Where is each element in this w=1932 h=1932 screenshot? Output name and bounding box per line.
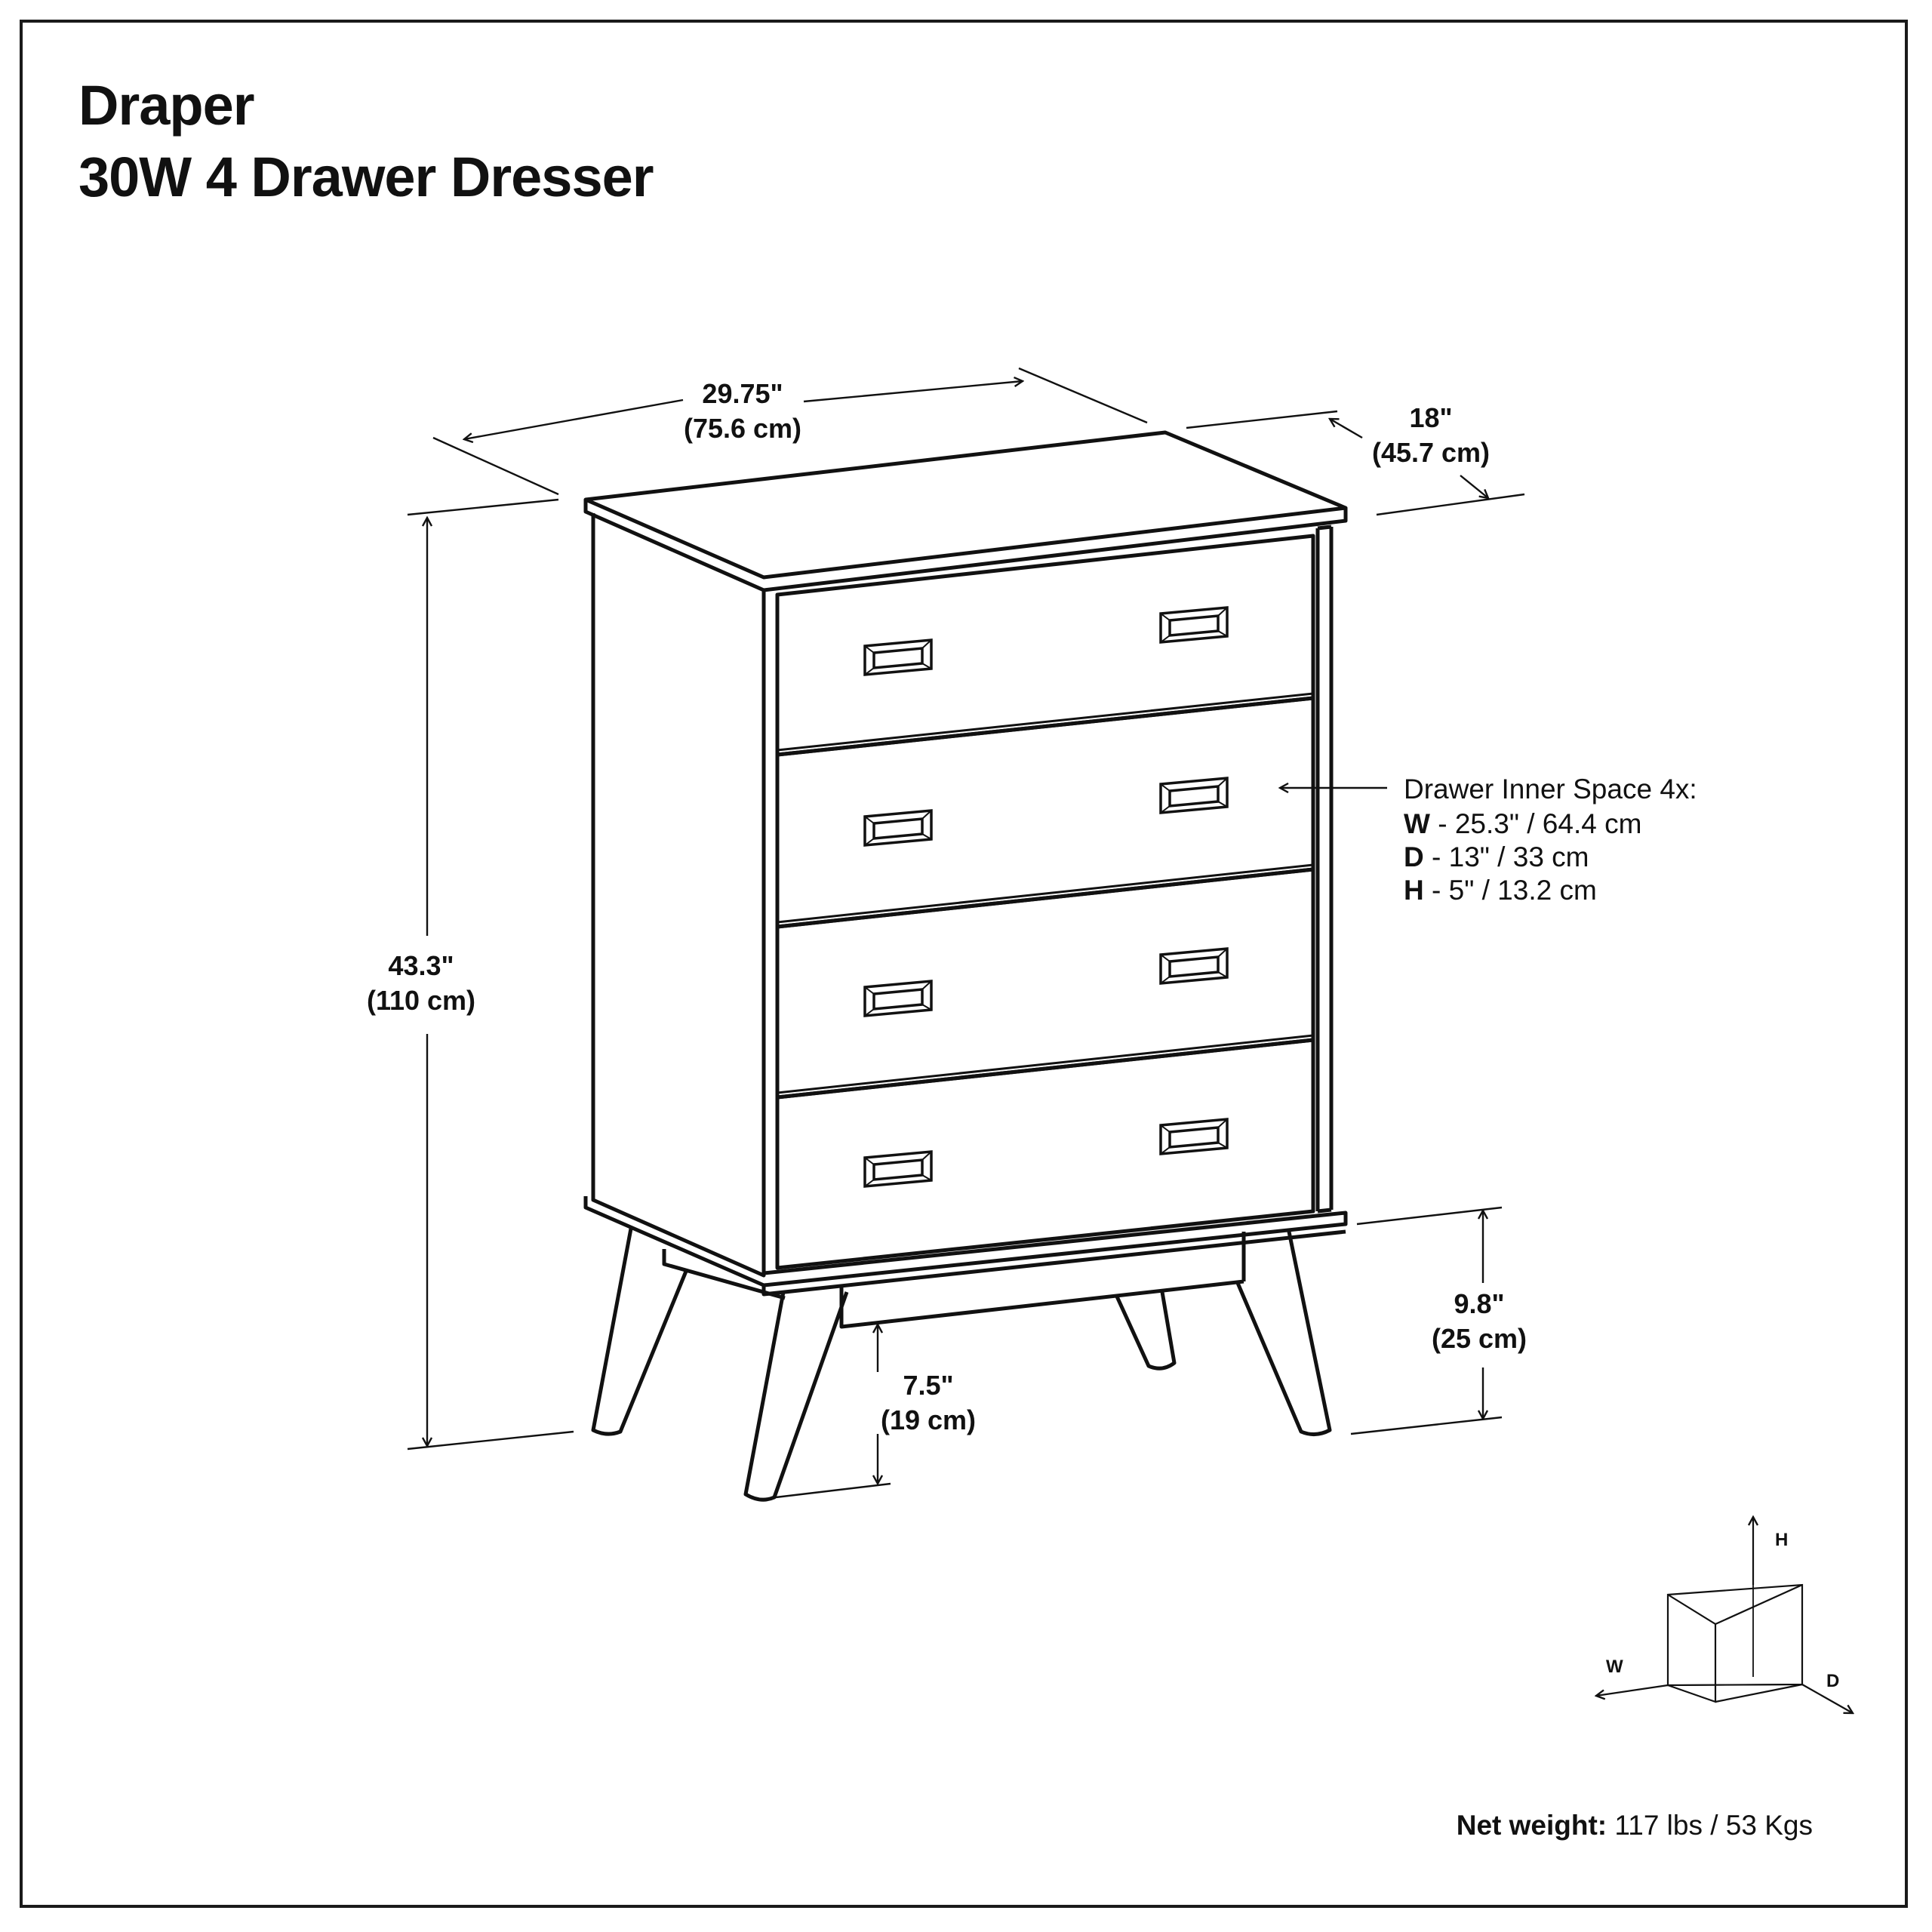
net-weight-value: 117 lbs / 53 Kgs: [1607, 1810, 1813, 1841]
product-subtitle: 30W 4 Drawer Dresser: [78, 146, 654, 208]
product-title: Draper 30W 4 Drawer Dresser: [78, 69, 654, 213]
drawer-inner-depth-value: - 13" / 33 cm: [1424, 841, 1589, 872]
clearance-in-label: 7.5": [903, 1370, 953, 1401]
drawer-inner-depth: D - 13" / 33 cm: [1404, 841, 1589, 872]
cube-front-face: [1666, 1583, 1804, 1687]
leg-front-left: [743, 1291, 849, 1502]
depth-dimension: [1186, 410, 1525, 516]
drawer-inner-width-key: W: [1404, 808, 1430, 839]
clearance-dimension: [775, 1324, 891, 1499]
drawer-1-handle-right-bevel: [1160, 607, 1228, 643]
leg-height-dimension: [1350, 1206, 1503, 1435]
width-extension-left: [432, 436, 559, 496]
width-in-label: 29.75": [702, 378, 783, 409]
axis-h-label: H: [1775, 1530, 1788, 1550]
depth-arrow-bottom: [1460, 475, 1488, 498]
drawer-4-handle-left-bevel: [864, 1151, 932, 1187]
drawer-2-handle-right-pull: [1168, 785, 1220, 808]
width-dimension: [432, 367, 1148, 496]
dresser-stretcher: [662, 1232, 1246, 1329]
drawer-3-handle-right-bevel: [1160, 948, 1228, 984]
product-name: Draper: [78, 74, 255, 137]
outer-frame: [20, 20, 1908, 1908]
drawer-2-handle-left-bevel: [864, 810, 932, 846]
drawer-2-handle-left-pull: [872, 817, 924, 840]
height-dimension: [407, 498, 574, 1451]
drawer-inner-width-value: - 25.3" / 64.4 cm: [1430, 808, 1641, 839]
drawer-4: [775, 1038, 1315, 1270]
drawer-1-handle-left-pull: [872, 647, 924, 669]
drawer-3-handle-right-pull: [1168, 955, 1220, 978]
drawer-handles: [863, 606, 1229, 1188]
cube-side-face: [1667, 1583, 1803, 1703]
net-weight-label: Net weight:: [1456, 1810, 1607, 1841]
depth-arrow-top: [1330, 419, 1363, 439]
height-in-label: 43.3": [388, 950, 454, 981]
width-arrow-right: [803, 381, 1023, 403]
dresser-body: [583, 430, 1348, 1329]
leg-height-in-label: 9.8": [1454, 1288, 1504, 1319]
drawer-4-handle-right-bevel: [1160, 1118, 1228, 1155]
depth-extension-bottom: [1376, 493, 1525, 516]
axis-w-label: W: [1606, 1657, 1623, 1677]
clearance-cm-label: (19 cm): [881, 1404, 976, 1435]
leg-back-right: [1115, 1291, 1177, 1371]
front-frame-right: [1315, 525, 1334, 1214]
drawer-1-handle-right-pull: [1168, 614, 1220, 637]
drawer-inner-height-value: - 5" / 13.2 cm: [1424, 875, 1597, 906]
drawer-inner-height-key: H: [1404, 875, 1424, 906]
dresser-legs: [591, 1228, 1332, 1502]
axis-w-arrow: [1596, 1684, 1669, 1696]
dresser-top: [583, 430, 1348, 580]
width-cm-label: (75.6 cm): [684, 413, 801, 444]
drawer-4-handle-left-pull: [872, 1158, 924, 1181]
axis-cube-icon: [1596, 1517, 1853, 1713]
drawer-3-handle-left-bevel: [864, 980, 932, 1017]
cube-hidden-edges: [1667, 1585, 1803, 1686]
drawer-1-handle-left-bevel: [864, 639, 932, 675]
drawer-inner-heading: Drawer Inner Space 4x:: [1404, 774, 1697, 804]
drawer-2-handle-right-bevel: [1160, 777, 1228, 814]
drawer-4-handle-right-pull: [1168, 1126, 1220, 1149]
width-extension-right: [1018, 367, 1148, 424]
drawer-inner-depth-key: D: [1404, 841, 1424, 872]
depth-extension-top: [1186, 410, 1338, 429]
leg-back-left: [591, 1228, 689, 1436]
axis-d-arrow: [1801, 1684, 1853, 1713]
height-cm-label: (110 cm): [367, 985, 475, 1016]
depth-in-label: 18": [1409, 402, 1452, 433]
dresser-side-panel: [591, 513, 766, 1278]
dresser-apron: [761, 1229, 1346, 1297]
depth-cm-label: (45.7 cm): [1372, 437, 1490, 468]
dresser-plinth: [583, 1196, 1348, 1287]
clearance-extension-bottom: [775, 1482, 891, 1499]
width-arrow-left: [464, 398, 684, 439]
drawer-3-handle-left-pull: [872, 988, 924, 1011]
drawer-inner-width: W - 25.3" / 64.4 cm: [1404, 808, 1641, 839]
leg-height-extension-bottom: [1350, 1416, 1503, 1435]
net-weight: Net weight: 117 lbs / 53 Kgs: [1457, 1810, 1813, 1841]
drawer-fronts: [775, 534, 1315, 1270]
drawer-inner-height: H - 5" / 13.2 cm: [1404, 875, 1597, 906]
leg-height-cm-label: (25 cm): [1432, 1323, 1527, 1354]
height-extension-top: [407, 498, 559, 516]
axis-d-label: D: [1826, 1671, 1839, 1691]
height-extension-bottom: [407, 1430, 574, 1451]
leg-height-extension-top: [1356, 1206, 1503, 1226]
leg-front-right: [1235, 1231, 1332, 1436]
drawer-gaps: [777, 692, 1314, 1094]
